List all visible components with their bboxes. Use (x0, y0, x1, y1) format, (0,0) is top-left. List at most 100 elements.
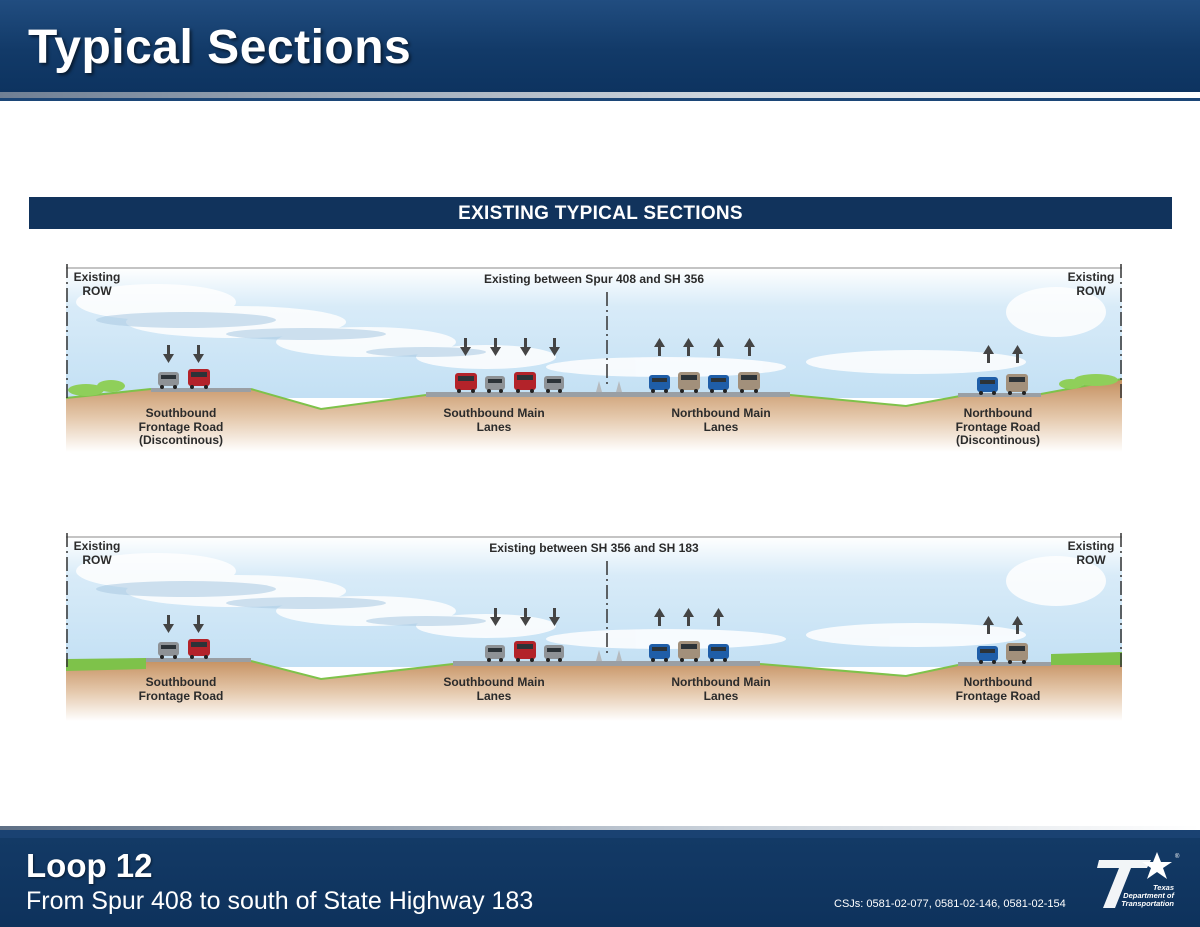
down-arrow-icon (163, 345, 174, 363)
row-left-label: Existing ROW (73, 270, 121, 298)
ground (66, 659, 1122, 721)
sb-arrows (163, 608, 560, 633)
row-right-label: Existing ROW (1067, 270, 1115, 298)
sb-frontage-label: Southbound Frontage Road (Discontinous) (138, 406, 224, 447)
page-title: Typical Sections (28, 21, 412, 74)
car-icon (649, 375, 670, 393)
sb-main-label: Southbound Main Lanes (443, 675, 545, 703)
car-icon (485, 376, 505, 393)
car-icon (678, 372, 700, 393)
main-lanes-pavement (453, 661, 760, 666)
up-arrow-icon (683, 608, 694, 626)
down-arrow-icon (549, 338, 560, 356)
section-2-drawing (66, 533, 1122, 721)
grass-berms (66, 652, 1122, 671)
nb-frontage-cars (977, 374, 1028, 395)
up-arrow-icon (983, 616, 994, 634)
up-arrow-icon (983, 345, 994, 363)
ground (66, 379, 1122, 452)
section-title: Existing between SH 356 and SH 183 (489, 541, 699, 555)
car-icon (649, 644, 670, 662)
sb-main-cars (485, 641, 564, 662)
down-arrow-icon (549, 608, 560, 626)
up-arrow-icon (1012, 345, 1023, 363)
up-arrow-icon (654, 608, 665, 626)
car-icon (1006, 374, 1028, 395)
down-arrow-icon (520, 608, 531, 626)
car-icon (708, 375, 729, 393)
nb-arrows (654, 608, 1023, 634)
sb-frontage-pavement (146, 658, 251, 662)
nb-frontage-pavement (958, 393, 1041, 397)
row-left-label: Existing ROW (73, 539, 121, 567)
txdot-logo-text: Texas Department of Transportation (1121, 883, 1174, 908)
sb-frontage-label: Southbound Frontage Road (138, 675, 224, 703)
down-arrow-icon (163, 615, 174, 633)
sb-main-label: Southbound Main Lanes (443, 406, 545, 434)
cloud-shadows (96, 312, 486, 357)
bushes (68, 374, 1118, 396)
down-arrow-icon (490, 608, 501, 626)
car-icon (188, 639, 210, 659)
median-barrier (596, 381, 622, 392)
up-arrow-icon (654, 338, 665, 356)
main-lanes-pavement (426, 392, 790, 397)
car-icon (188, 369, 210, 389)
cloud-shadows (96, 581, 486, 626)
nb-main-cars (649, 641, 729, 662)
up-arrow-icon (744, 338, 755, 356)
sb-frontage-cars (158, 639, 210, 659)
up-arrow-icon (683, 338, 694, 356)
txdot-logo-icon: ® (1097, 852, 1180, 908)
grass-line (65, 378, 1123, 411)
nb-frontage-label: Northbound Frontage Road (955, 675, 1041, 703)
nb-main-label: Northbound Main Lanes (671, 406, 771, 434)
down-arrow-icon (193, 615, 204, 633)
header-bar: Typical Sections (0, 0, 1200, 92)
sb-frontage-pavement (151, 388, 251, 392)
car-icon (514, 641, 536, 662)
nb-frontage-label: Northbound Frontage Road (Discontinous) (955, 406, 1041, 447)
section-title: Existing between Spur 408 and SH 356 (483, 272, 705, 286)
car-icon (485, 645, 505, 662)
sb-arrows (163, 338, 560, 363)
down-arrow-icon (193, 345, 204, 363)
car-icon (1006, 643, 1028, 664)
median-barrier (596, 650, 622, 661)
svg-text:®: ® (1175, 853, 1180, 860)
section-1-drawing (65, 264, 1123, 452)
car-icon (678, 641, 700, 662)
grass-line (250, 660, 959, 681)
footer-stripe-dark (0, 830, 1200, 838)
footer-bar: Loop 12 From Spur 408 to south of State … (0, 838, 1200, 927)
existing-sections-banner: EXISTING TYPICAL SECTIONS (29, 197, 1172, 229)
header-stripe-dark (0, 98, 1200, 101)
car-icon (977, 646, 998, 664)
header-stripe (0, 92, 1200, 98)
car-icon (158, 642, 179, 659)
down-arrow-icon (520, 338, 531, 356)
project-subtitle: From Spur 408 to south of State Highway … (26, 887, 534, 915)
row-right-label: Existing ROW (1067, 539, 1115, 567)
car-icon (708, 644, 729, 662)
down-arrow-icon (490, 338, 501, 356)
car-icon (158, 372, 179, 389)
nb-arrows (654, 338, 1023, 363)
up-arrow-icon (713, 338, 724, 356)
car-icon (738, 372, 760, 393)
car-icon (455, 373, 477, 393)
sb-main-cars (455, 372, 564, 393)
up-arrow-icon (1012, 616, 1023, 634)
sb-frontage-cars (158, 369, 210, 389)
nb-frontage-pavement (958, 662, 1051, 666)
car-icon (544, 376, 564, 393)
car-icon (544, 645, 564, 662)
project-title: Loop 12 (26, 847, 153, 884)
up-arrow-icon (713, 608, 724, 626)
footer-stripe (0, 826, 1200, 830)
nb-main-label: Northbound Main Lanes (671, 675, 771, 703)
typical-section-1: Existing ROW Existing ROW Existing betwe… (65, 262, 1123, 452)
nb-frontage-cars (977, 643, 1028, 664)
typical-section-2: Existing ROW Existing ROW Existing betwe… (66, 531, 1122, 721)
down-arrow-icon (460, 338, 471, 356)
